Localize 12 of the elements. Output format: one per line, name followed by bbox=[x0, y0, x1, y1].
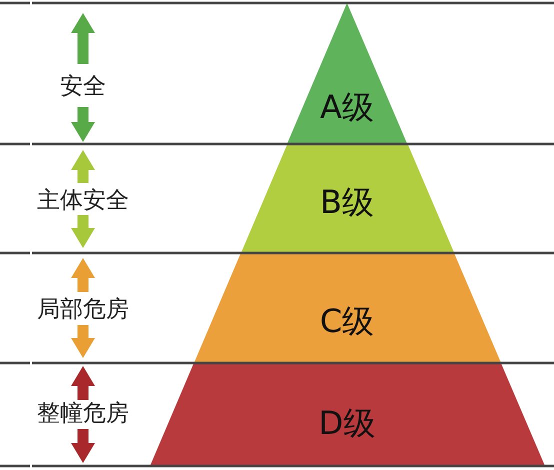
category-label: 局部危房 bbox=[37, 298, 129, 322]
tier-label: A级 bbox=[320, 91, 374, 123]
category-label: 主体安全 bbox=[37, 190, 129, 212]
tier-label: C级 bbox=[320, 305, 374, 337]
pyramid-tier bbox=[287, 3, 408, 144]
tier-label: B级 bbox=[320, 186, 374, 218]
pyramid-tier bbox=[150, 363, 545, 466]
category-label: 整幢危房 bbox=[37, 402, 129, 426]
tier-label: D级 bbox=[318, 407, 376, 439]
pyramid-tier bbox=[240, 144, 454, 253]
pyramid-tier bbox=[194, 253, 501, 363]
category-label: 安全 bbox=[60, 76, 106, 98]
